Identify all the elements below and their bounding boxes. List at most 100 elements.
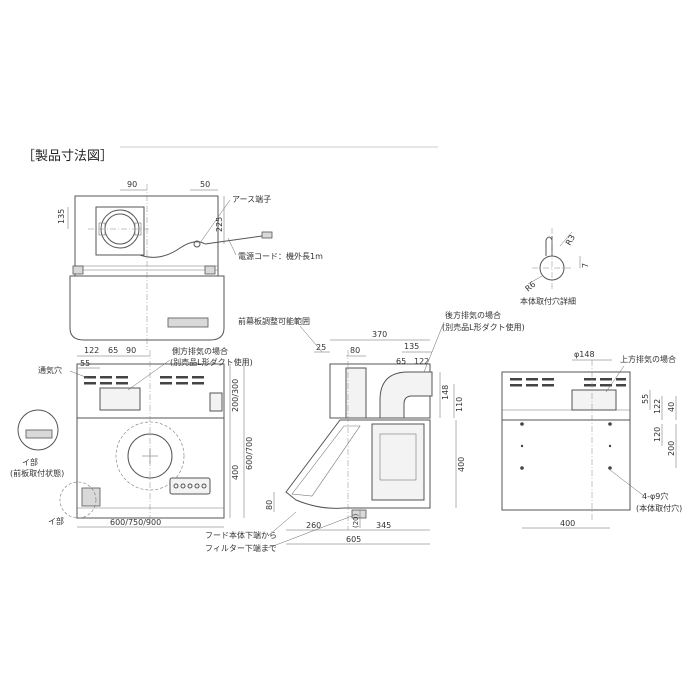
cord-leader bbox=[227, 237, 237, 256]
front-hood-body bbox=[76, 417, 225, 519]
dim-side-25: 25 bbox=[316, 343, 326, 352]
label-i-part-detail: イ部 bbox=[22, 457, 38, 467]
dim-7: 7 bbox=[581, 263, 590, 268]
detail-circle-marker bbox=[59, 481, 97, 519]
dim-front-600-700: 600/700 bbox=[245, 437, 254, 470]
side-fan-box bbox=[379, 433, 417, 481]
top-bracket-right bbox=[204, 265, 216, 275]
r3-leader bbox=[559, 231, 573, 247]
dim-50: 50 bbox=[200, 180, 210, 189]
hole-detail-caption: 本体取付穴詳細 bbox=[520, 296, 576, 306]
mount-hole-3 bbox=[520, 466, 524, 470]
dim-rear-400: 400 bbox=[560, 519, 575, 528]
rear-vent-slots bbox=[510, 378, 626, 387]
dim-rear-200: 200 bbox=[667, 441, 676, 456]
label-side-exhaust: 側方排気の場合 bbox=[172, 346, 228, 356]
dim-side-345: 345 bbox=[376, 521, 391, 530]
top-exhaust-opening bbox=[571, 389, 617, 411]
dim-front-200-300: 200/300 bbox=[231, 379, 240, 412]
label-note-line-2: フィルター下端まで bbox=[205, 543, 277, 553]
side-fan-housing bbox=[371, 423, 425, 501]
dim-front-90: 90 bbox=[126, 346, 136, 355]
dim-side-65: 65 bbox=[396, 357, 406, 366]
label-vent-hole: 通気穴 bbox=[38, 365, 62, 375]
front-view: イ部 (前板取付状態) イ部 122 65 90 55 通気穴 側方排気の場合 … bbox=[10, 346, 254, 528]
side-view: 370 80 25 前幕板調整可能範囲 135 65 122 後方排気の場合 (… bbox=[205, 310, 525, 553]
front-side-bracket bbox=[209, 392, 223, 412]
side-front-panel bbox=[291, 425, 361, 497]
label-side-exhaust-duct: (別売品L形ダクト使用) bbox=[170, 357, 253, 367]
rear-lower-body bbox=[501, 419, 631, 511]
dim-side-80: 80 bbox=[350, 346, 360, 355]
side-duct-opening bbox=[99, 387, 141, 411]
note-leader-2 bbox=[267, 515, 353, 549]
label-rear-exhaust: 後方排気の場合 bbox=[445, 310, 501, 320]
hole-slot-top bbox=[545, 236, 553, 241]
dim-side-605: 605 bbox=[346, 535, 361, 544]
dim-90: 90 bbox=[127, 180, 137, 189]
label-note-line-1: フード本体下端から bbox=[205, 530, 277, 540]
dim-r6: R6 bbox=[524, 280, 538, 294]
dim-side-20: (20) bbox=[352, 513, 360, 528]
side-duct-riser bbox=[345, 367, 367, 419]
label-power-cord: 電源コード：機外長1m bbox=[238, 251, 323, 261]
control-panel bbox=[169, 477, 211, 495]
front-badge-strip bbox=[167, 317, 209, 328]
fan-outer-circle bbox=[115, 421, 185, 491]
front-top-view: 90 50 135 225 アース端子 電源コード：機外長1m bbox=[57, 180, 323, 350]
side-exhaust-leader bbox=[127, 359, 171, 391]
dim-135: 135 bbox=[57, 209, 66, 224]
note-leader-1 bbox=[267, 511, 297, 537]
rear-elbow-duct bbox=[379, 371, 433, 419]
i-part-detail-panel bbox=[25, 429, 53, 439]
earth-leader bbox=[199, 199, 231, 244]
fan-inner-circle bbox=[127, 433, 173, 479]
dim-front-400: 400 bbox=[231, 465, 240, 480]
label-front-panel-range: 前幕板調整可能範囲 bbox=[238, 316, 310, 326]
dim-rear-phi148: φ148 bbox=[574, 350, 595, 359]
duct-adaptor-frame bbox=[95, 206, 145, 256]
dim-side-122: 122 bbox=[414, 357, 429, 366]
rear-view: φ148 上方排気の場合 55 122 40 120 200 4-φ9穴 (本体… bbox=[501, 350, 682, 529]
front-upper-body bbox=[76, 363, 225, 419]
dim-front-122: 122 bbox=[84, 346, 99, 355]
earth-terminal-mark bbox=[193, 240, 201, 248]
dim-r3: R3 bbox=[564, 233, 577, 247]
dim-side-260: 260 bbox=[306, 521, 321, 530]
cord-tail bbox=[204, 235, 263, 245]
dim-front-55: 55 bbox=[80, 359, 90, 368]
dim-rear-40: 40 bbox=[667, 402, 676, 412]
duct-inner-ring bbox=[104, 213, 136, 245]
dim-rear-55: 55 bbox=[641, 394, 650, 404]
top-exhaust-leader bbox=[605, 365, 625, 393]
dim-side-400: 400 bbox=[457, 457, 466, 472]
top-bracket-left bbox=[72, 265, 84, 275]
mount-hole-2 bbox=[608, 422, 612, 426]
dim-rear-120: 120 bbox=[653, 427, 662, 442]
label-earth-terminal: アース端子 bbox=[232, 194, 271, 204]
dim-side-80b: 80 bbox=[265, 500, 274, 510]
filter-grille bbox=[81, 487, 101, 507]
mount-hole-1 bbox=[520, 422, 524, 426]
r6-leader bbox=[527, 275, 543, 285]
top-hood-outline bbox=[69, 275, 225, 341]
side-front-lip bbox=[351, 509, 367, 519]
side-hood-profile bbox=[285, 419, 431, 509]
mount-hole-detail: R3 R6 7 本体取付穴詳細 bbox=[520, 228, 590, 306]
power-cord-line bbox=[139, 241, 206, 258]
mount-hole-4 bbox=[608, 466, 612, 470]
panel-range-leader bbox=[299, 325, 323, 353]
vent-leader bbox=[69, 370, 89, 379]
dim-side-135: 135 bbox=[404, 342, 419, 351]
dim-225: 225 bbox=[215, 217, 224, 232]
rear-exhaust-leader bbox=[423, 321, 445, 373]
cord-plug bbox=[261, 231, 273, 239]
dim-side-370: 370 bbox=[372, 330, 387, 339]
label-i-part: イ部 bbox=[48, 516, 64, 526]
holes-leader bbox=[609, 469, 645, 497]
i-part-detail-circle bbox=[17, 409, 59, 451]
dim-side-148: 148 bbox=[441, 385, 450, 400]
label-holes-note: (本体取付穴) bbox=[636, 503, 682, 513]
dim-front-65: 65 bbox=[108, 346, 118, 355]
dim-rear-122: 122 bbox=[653, 399, 662, 414]
